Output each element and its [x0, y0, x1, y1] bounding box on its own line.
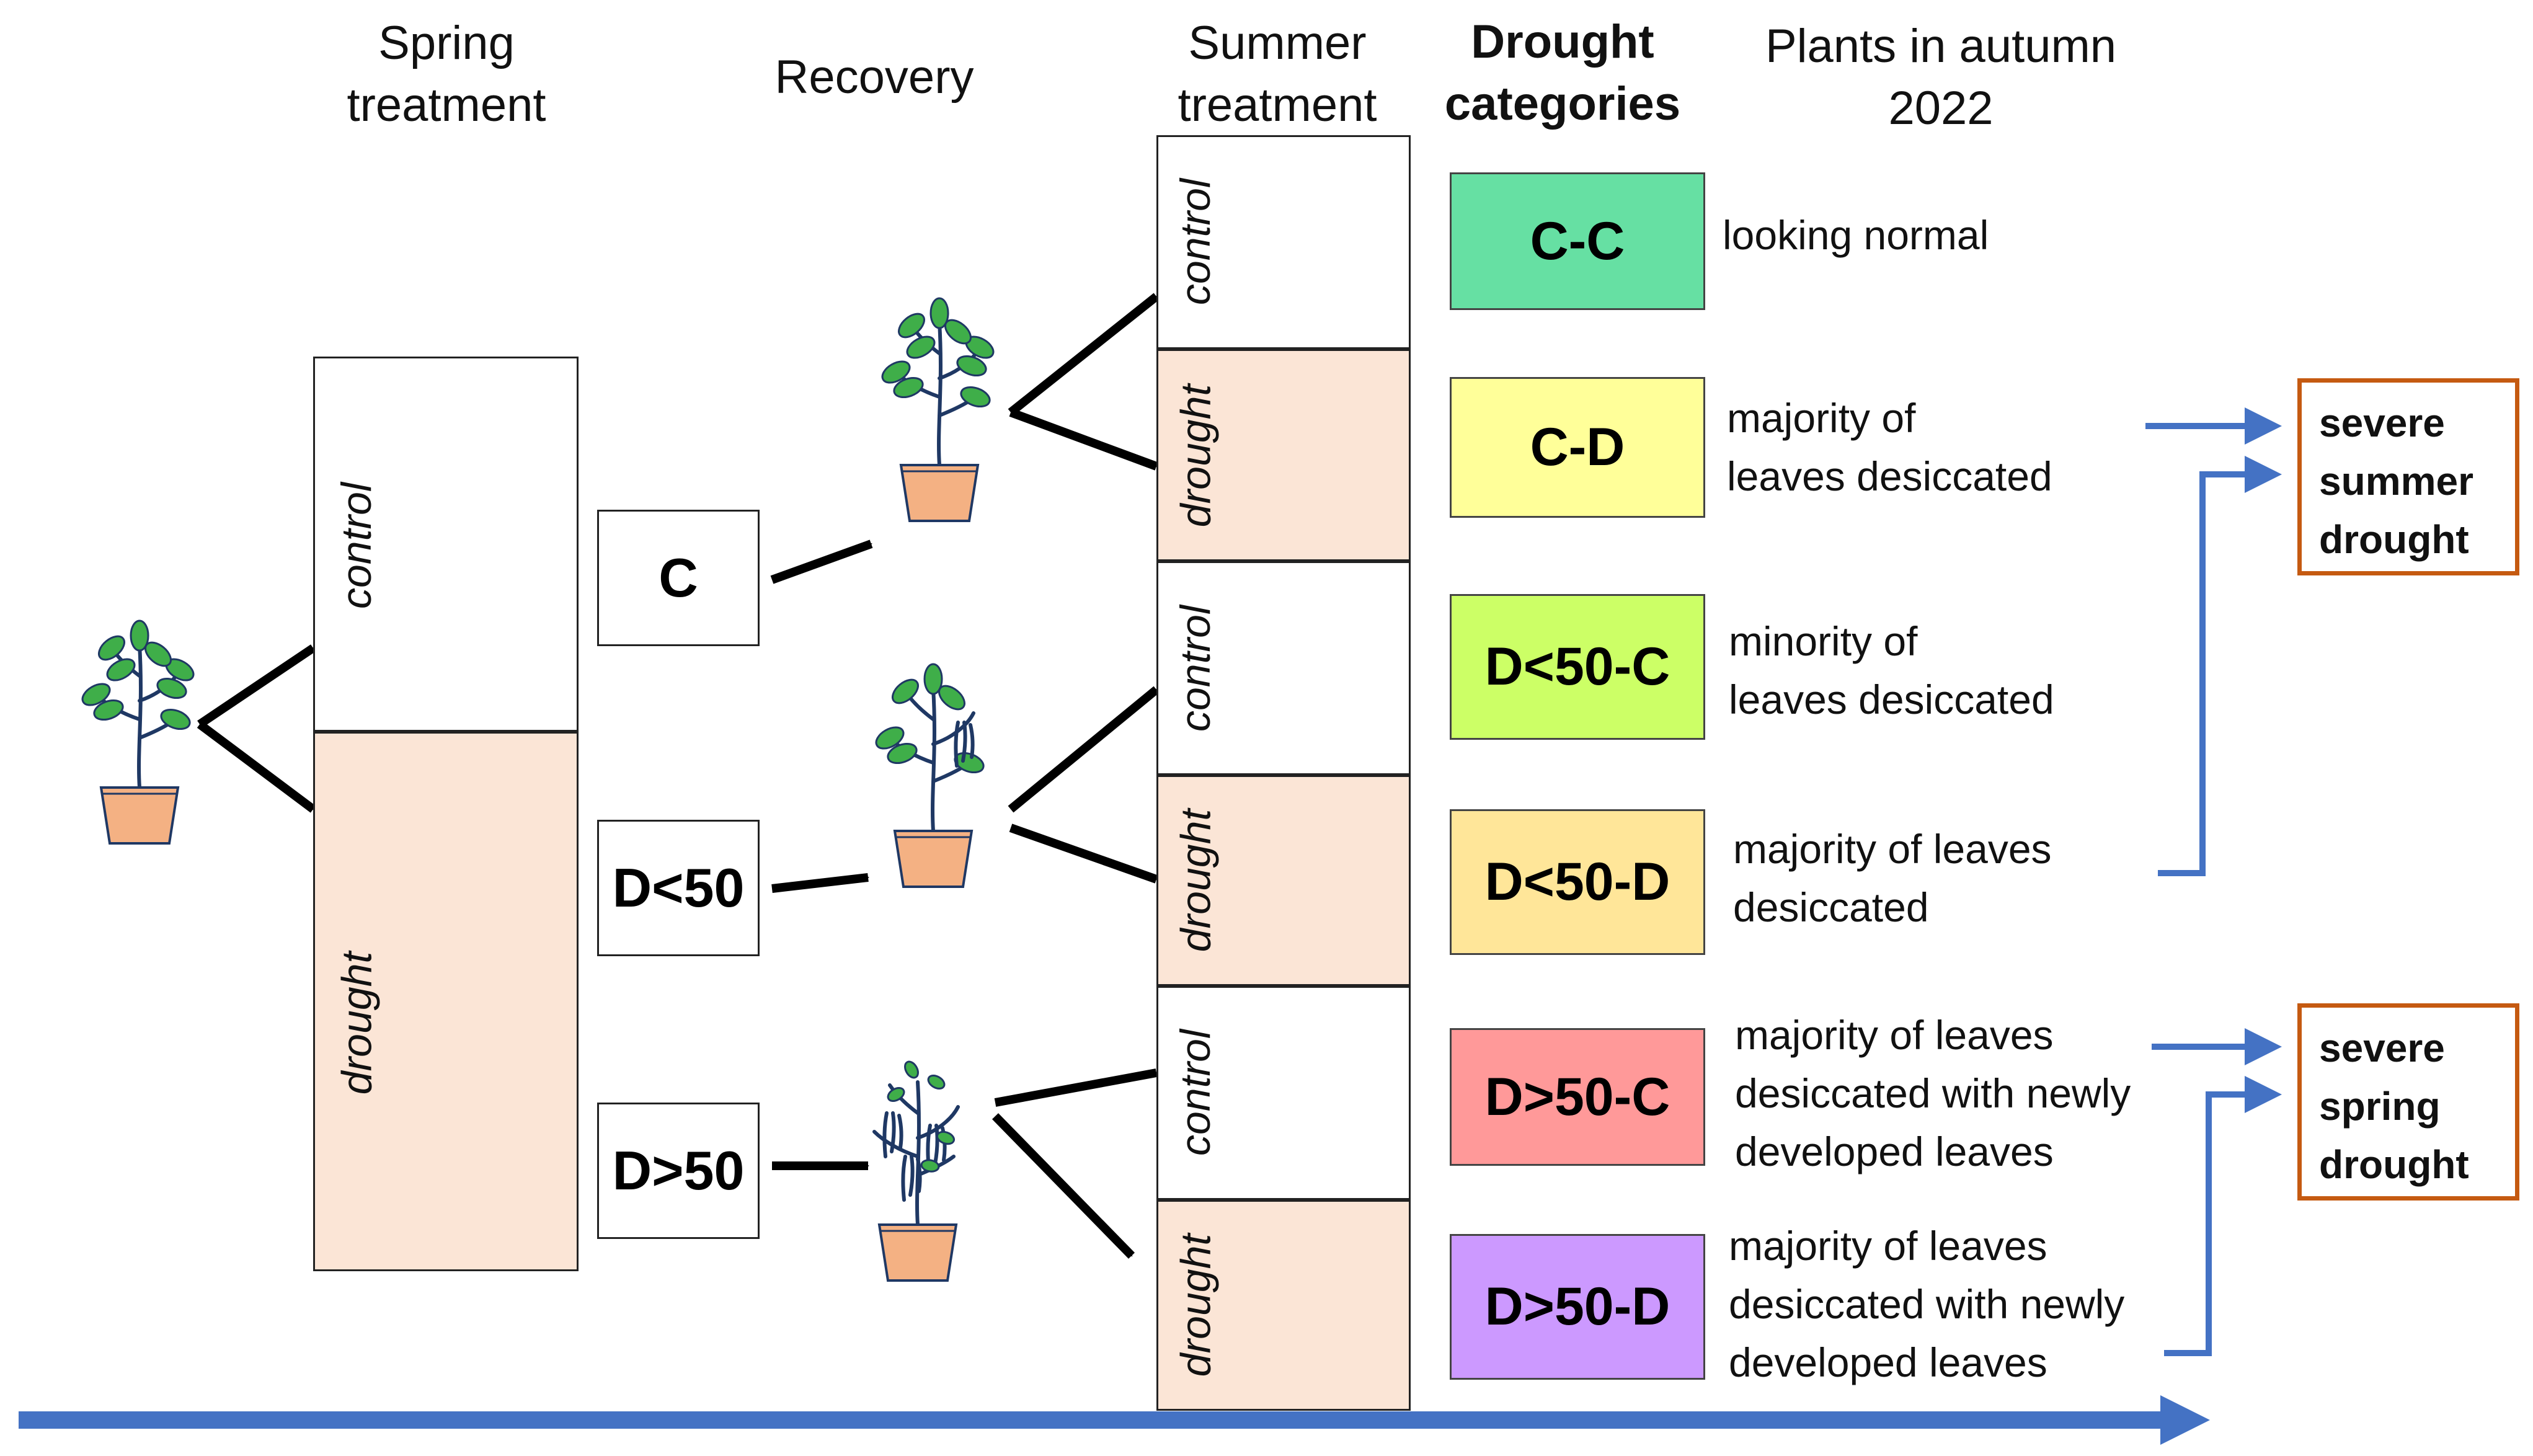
arrow-recovery3a-to-control: [994, 1068, 1158, 1107]
spring-drought-label: drought: [333, 951, 381, 1095]
leaf-icon: [923, 663, 943, 695]
description-c-c: looking normal: [1723, 212, 1989, 258]
arrow-recovery1-to-drought: [1009, 408, 1158, 471]
arrow-seedling-to-drought: [197, 721, 316, 813]
header-plants-autumn: Plants in autumn 2022: [1724, 16, 2158, 140]
pot-icon: [99, 786, 180, 845]
spring-control-label: control: [333, 482, 381, 610]
pot-icon: [893, 830, 974, 888]
summer-label-2: drought: [1172, 384, 1220, 528]
arrow-recovery3b-to-drought: [991, 1113, 1135, 1259]
category-c-d: C-D: [1450, 377, 1705, 518]
category-d-gt-50-c: D>50-C: [1450, 1028, 1705, 1166]
leaf-icon: [875, 726, 905, 750]
summer-box-2-drought: [1156, 349, 1411, 561]
description-d-gt-50-d: majority of leaves desiccated with newly…: [1729, 1223, 2125, 1385]
plant-icon-seedling: [81, 619, 195, 845]
leaf-icon: [130, 619, 149, 652]
header-spring-line2: treatment: [347, 79, 546, 131]
spring-code-d-gt-50: D>50: [597, 1103, 760, 1239]
leaf-icon: [160, 708, 191, 730]
plant-icon-recovery-dgt50: [872, 1060, 960, 1282]
leaf-icon: [81, 683, 111, 706]
header-autumn-line1: Plants in autumn: [1765, 20, 2117, 73]
pot-icon: [877, 1223, 958, 1282]
category-d-gt-50-d: D>50-D: [1450, 1234, 1705, 1380]
new-leaf-icon: [936, 1130, 956, 1145]
arrow-dlt50-to-recovery: [771, 873, 869, 893]
summer-box-6-drought: [1156, 1200, 1411, 1411]
leaf-icon: [98, 635, 125, 661]
leaf-icon: [956, 355, 987, 377]
new-leaf-icon: [904, 1060, 919, 1079]
leaf-icon: [929, 297, 949, 329]
header-drought-line2: categories: [1444, 78, 1681, 130]
description-d-lt-50-c: minority of leaves desiccated: [1729, 618, 2054, 722]
plant-icon-recovery-c: [881, 297, 995, 522]
outcome-severe-spring-drought: severe spring drought: [2297, 1003, 2519, 1201]
leaf-icon: [881, 360, 911, 384]
summer-label-5: control: [1172, 1029, 1220, 1156]
leaf-icon: [106, 658, 136, 681]
leaf-icon: [93, 699, 124, 721]
description-d-lt-50-d: majority of leaves desiccated: [1733, 826, 2052, 930]
blue-arrow-spring-2: [2164, 1076, 2282, 1356]
new-leaf-icon: [927, 1075, 946, 1090]
leaf-icon: [944, 319, 972, 345]
header-spring-treatment: Spring treatment: [273, 12, 620, 136]
summer-label-6: drought: [1172, 1233, 1220, 1377]
new-leaf-icon: [887, 1087, 905, 1102]
new-leaf-icon: [920, 1159, 940, 1173]
wilted-leaf-icon: [882, 1111, 903, 1158]
arrow-c-to-recovery: [770, 539, 873, 584]
arrow-recovery2-to-control: [1008, 686, 1160, 813]
blue-arrow-summer-2: [2158, 456, 2282, 876]
header-spring-line1: Spring: [378, 17, 515, 69]
category-d-lt-50-d: D<50-D: [1450, 809, 1705, 955]
arrow-recovery3-to-drought: [1009, 823, 1158, 884]
leaf-icon: [906, 335, 936, 359]
header-autumn-line2: 2022: [1888, 82, 1994, 135]
spring-drought-panel: [313, 732, 579, 1271]
header-summer-treatment: Summer treatment: [1116, 12, 1439, 136]
summer-box-3-control: [1156, 561, 1411, 775]
leaf-icon: [892, 678, 919, 704]
header-drought-line1: Drought: [1471, 16, 1654, 68]
category-c-c: C-C: [1450, 172, 1705, 310]
summer-label-3: control: [1172, 605, 1220, 732]
summer-label-1: control: [1172, 178, 1220, 306]
header-recovery: Recovery: [719, 47, 1029, 109]
spring-control-panel: [313, 357, 579, 732]
arrow-seedling-to-control: [197, 644, 316, 728]
summer-box-4-drought: [1156, 775, 1411, 986]
leaf-icon: [938, 685, 965, 711]
header-recovery-label: Recovery: [774, 51, 974, 104]
summer-box-1-control: [1156, 135, 1411, 349]
leaf-icon: [156, 677, 187, 699]
leaf-icon: [887, 742, 918, 765]
leaf-icon: [960, 386, 991, 408]
header-summer-line2: treatment: [1178, 79, 1377, 131]
header-drought-categories: Drought categories: [1426, 11, 1699, 135]
leaf-icon: [144, 641, 172, 667]
summer-box-5-control: [1156, 986, 1411, 1200]
description-c-d: majority of leaves desiccated: [1727, 395, 2052, 499]
leaf-icon: [893, 376, 924, 399]
spring-code-c: C: [597, 510, 760, 646]
wilted-leaf-icon: [954, 721, 975, 768]
header-summer-line1: Summer: [1188, 17, 1367, 69]
wilted-leaf-icon: [901, 1155, 922, 1202]
leaf-icon: [898, 313, 925, 339]
description-d-gt-50-c: majority of leaves desiccated with newly…: [1735, 1012, 2131, 1174]
pot-icon: [899, 464, 980, 522]
arrow-recovery1-to-control: [1008, 293, 1160, 416]
summer-label-4: drought: [1172, 809, 1220, 952]
spring-code-d-lt-50: D<50: [597, 820, 760, 956]
category-d-lt-50-c: D<50-C: [1450, 594, 1705, 740]
outcome-severe-summer-drought: severe summer drought: [2297, 378, 2519, 575]
plant-icon-recovery-dlt50: [875, 663, 985, 888]
